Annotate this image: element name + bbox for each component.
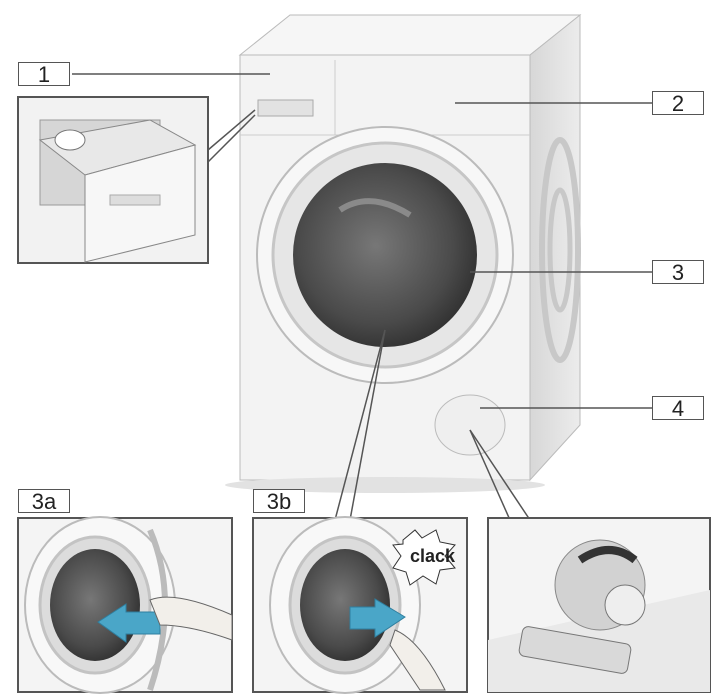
- hand-icon: [149, 596, 233, 641]
- inset-drain-filter: [487, 517, 711, 693]
- callout-3: 3: [652, 260, 704, 285]
- detergent-drawer-icon: [257, 99, 314, 117]
- inset-door-open: [17, 516, 233, 694]
- hand-icon: [389, 629, 446, 691]
- leader-lines: [72, 73, 652, 521]
- clack-text: clack: [410, 546, 456, 566]
- washing-machine: [225, 13, 582, 493]
- inset-door-close: clack: [252, 516, 468, 694]
- inset-detergent-drawer: [17, 96, 209, 264]
- callout-3b: 3b: [253, 489, 305, 514]
- arrow-icon: [349, 598, 406, 638]
- callout-4: 4: [652, 396, 704, 421]
- callout-3a: 3a: [18, 489, 70, 514]
- door-icon: [256, 126, 514, 384]
- filter-flap-icon: [434, 394, 506, 456]
- callout-2: 2: [652, 91, 704, 116]
- callout-1: 1: [18, 62, 70, 87]
